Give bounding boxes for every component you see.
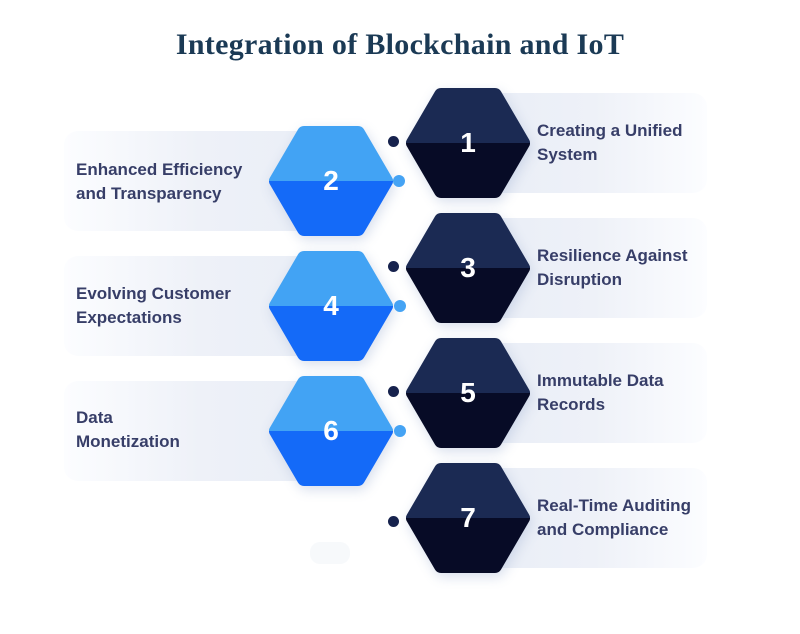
connector-dot-dark-3 (388, 261, 399, 272)
step-number: 6 (323, 415, 339, 446)
connector-dot-blue-4 (394, 300, 406, 312)
step-label-line: Resilience Against (537, 246, 688, 265)
step-label-1: Creating a Unified System (537, 119, 682, 167)
connector-dot-dark-5 (388, 386, 399, 397)
step-label-4: Evolving Customer Expectations (76, 282, 231, 330)
step-label-line: Immutable Data (537, 371, 664, 390)
step-number: 4 (323, 290, 339, 321)
step-label-line: Evolving Customer (76, 284, 231, 303)
connector-dot-dark-7 (388, 516, 399, 527)
hexagon-step-6: 6 (269, 376, 393, 486)
step-label-line: Records (537, 395, 606, 414)
hexagon-step-4: 4 (269, 251, 393, 361)
step-label-line: Enhanced Efficiency (76, 160, 243, 179)
step-label-line: and Compliance (537, 520, 669, 539)
step-number: 2 (323, 165, 339, 196)
step-label-line: and Transparency (76, 184, 222, 203)
step-label-6: Data Monetization (76, 406, 180, 454)
step-number: 5 (460, 377, 476, 408)
step-label-2: Enhanced Efficiency and Transparency (76, 158, 242, 206)
hexagon-shape-icon (269, 376, 393, 486)
hexagon-step-5: 5 (406, 338, 530, 448)
step-label-line: Creating a Unified (537, 121, 683, 140)
hexagon-shape-icon (406, 88, 530, 198)
step-label-line: Monetization (76, 432, 180, 451)
hexagon-step-7: 7 (406, 463, 530, 573)
step-label-7: Real-Time Auditing and Compliance (537, 494, 691, 542)
connector-dot-blue-6 (394, 425, 406, 437)
hexagon-step-2: 2 (269, 126, 393, 236)
hexagon-step-1: 1 (406, 88, 530, 198)
step-number: 7 (460, 502, 476, 533)
step-number: 1 (460, 127, 476, 158)
connector-dot-blue-2 (393, 175, 405, 187)
step-label-line: Disruption (537, 270, 622, 289)
hexagon-shape-icon (406, 463, 530, 573)
step-label-line: Real-Time Auditing (537, 496, 691, 515)
connector-dot-dark-1 (388, 136, 399, 147)
step-number: 3 (460, 252, 476, 283)
step-label-3: Resilience Against Disruption (537, 244, 688, 292)
hexagon-shape-icon (406, 338, 530, 448)
page-title: Integration of Blockchain and IoT (175, 28, 625, 61)
hexagon-shape-icon (406, 213, 530, 323)
step-label-line: Data (76, 408, 113, 427)
hexagon-shape-icon (269, 251, 393, 361)
hexagon-step-3: 3 (406, 213, 530, 323)
hexagon-shape-icon (269, 126, 393, 236)
background-watermark-blob (310, 542, 350, 564)
step-label-line: System (537, 145, 598, 164)
step-label-line: Expectations (76, 308, 182, 327)
step-label-5: Immutable Data Records (537, 369, 664, 417)
